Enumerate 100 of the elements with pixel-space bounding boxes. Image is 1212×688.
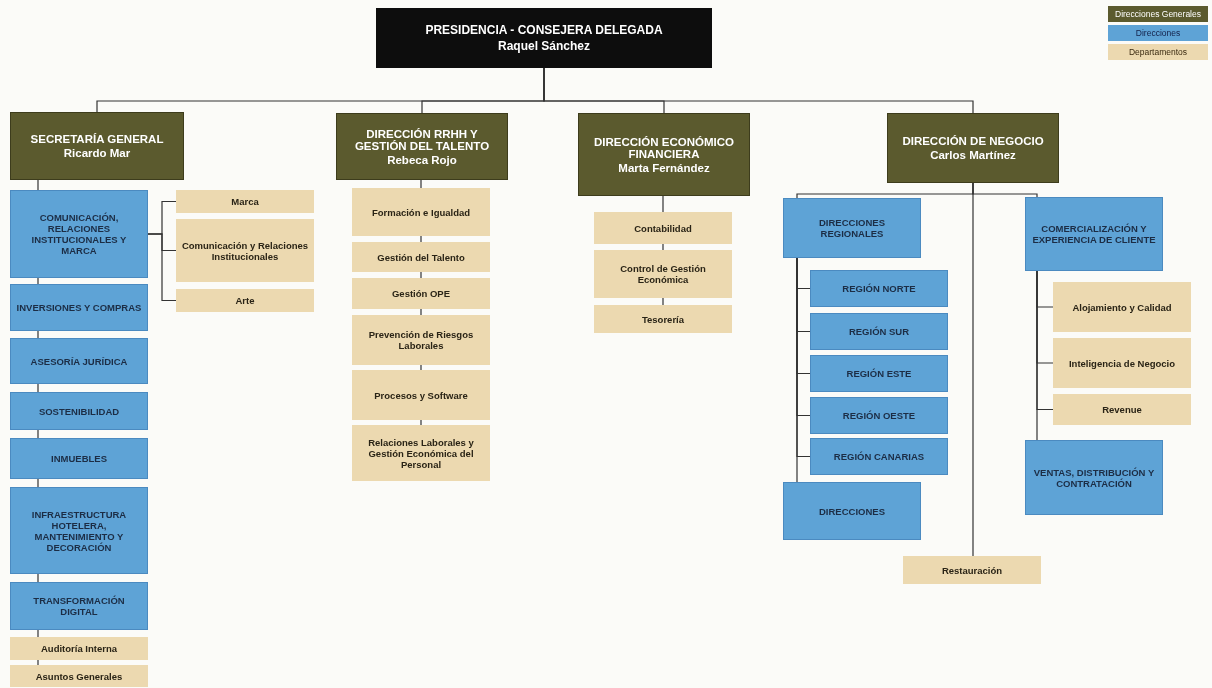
unit-name: DIRECCIONES xyxy=(819,505,885,517)
unit-name: Relaciones Laborales y Gestión Económica del Personal xyxy=(367,436,475,470)
connector-line xyxy=(420,364,422,371)
department-box xyxy=(352,242,490,272)
directorate-box xyxy=(1025,197,1163,271)
connector-line xyxy=(37,429,39,439)
unit-title: SECRETARÍA GENERAL xyxy=(30,133,164,145)
directorate-box xyxy=(810,355,948,392)
person-name: Ricardo Mar xyxy=(63,147,131,159)
unit-name: INMUEBLES xyxy=(51,453,107,464)
unit-name: COMERCIALIZACIÓN Y EXPERIENCIA DE CLIENTE xyxy=(1031,223,1157,245)
directorate-box xyxy=(810,397,948,434)
department-box xyxy=(1053,394,1191,425)
unit-name: Comunicación y Relaciones Institucionales xyxy=(180,239,310,262)
unit-title: DIRECCIÓN ECONÓMICO FINANCIERA xyxy=(593,135,735,160)
connector-line xyxy=(147,233,177,302)
unit-name: ASESORÍA JURÍDICA xyxy=(30,355,128,367)
directorate-box xyxy=(10,392,148,430)
department-box xyxy=(1053,338,1191,388)
connector-line xyxy=(972,182,974,557)
unit-name: Control de Gestión Económica xyxy=(619,263,707,285)
department-box xyxy=(903,556,1041,584)
unit-name: REGIÓN NORTE xyxy=(842,283,916,294)
directorate-box xyxy=(783,198,921,258)
president-box xyxy=(376,8,712,68)
unit-name: Arte xyxy=(235,295,255,306)
director-general-box xyxy=(887,113,1059,183)
unit-name: Gestión OPE xyxy=(391,288,451,299)
unit-title: PRESIDENCIA - CONSEJERA DELEGADA xyxy=(425,23,663,37)
directorate-box xyxy=(10,438,148,479)
unit-name: Asuntos Generales xyxy=(35,670,123,682)
connector-line xyxy=(37,277,39,285)
department-box xyxy=(10,665,148,687)
department-box xyxy=(10,637,148,660)
unit-name: Procesos y Software xyxy=(374,389,468,401)
unit-name: Gestión del Talento xyxy=(377,251,465,263)
department-box xyxy=(176,289,314,312)
connector-line xyxy=(662,195,664,213)
connector-line xyxy=(420,308,422,316)
unit-name: REGIÓN CANARIAS xyxy=(833,451,925,462)
connector-line xyxy=(37,573,39,583)
department-box xyxy=(352,370,490,420)
directorate-box xyxy=(810,438,948,475)
unit-name: Marca xyxy=(231,196,259,207)
unit-name: Inteligencia de Negocio xyxy=(1068,357,1176,369)
person-name: Rebeca Rojo xyxy=(387,153,457,166)
unit-name: Tesorería xyxy=(641,313,685,325)
unit-name: Prevención de Riesgos Laborales xyxy=(367,329,475,351)
department-box xyxy=(594,212,732,244)
department-box xyxy=(352,315,490,365)
department-box xyxy=(352,425,490,481)
connector-line xyxy=(37,383,39,393)
person-name: Raquel Sánchez xyxy=(498,39,590,53)
unit-title: DIRECCIÓN DE NEGOCIO xyxy=(902,135,1044,147)
director-general-box xyxy=(10,112,184,180)
directorate-box xyxy=(10,582,148,630)
department-box xyxy=(352,278,490,309)
department-box xyxy=(594,305,732,333)
unit-name: Revenue xyxy=(1102,404,1142,415)
unit-name: Contabilidad xyxy=(634,222,692,234)
unit-name: Auditoría Interna xyxy=(41,643,117,654)
connector-line xyxy=(420,179,422,189)
unit-name: VENTAS, DISTRIBUCIÓN Y CONTRATACIÓN xyxy=(1032,466,1156,489)
unit-name: Alojamiento y Calidad xyxy=(1072,301,1172,313)
department-box xyxy=(594,250,732,298)
connector-line xyxy=(420,271,422,279)
connector-line xyxy=(37,659,39,666)
person-name: Carlos Martínez xyxy=(930,149,1016,161)
unit-name: TRANSFORMACIÓN DIGITAL xyxy=(32,595,126,617)
directorate-box xyxy=(783,482,921,540)
connector-line xyxy=(543,67,974,114)
directorate-box xyxy=(10,338,148,384)
department-box xyxy=(176,219,314,282)
unit-name: INVERSIONES Y COMPRAS xyxy=(16,302,142,313)
legend-label: Direcciones xyxy=(1135,28,1181,38)
directorate-box xyxy=(1025,440,1163,515)
connector-line xyxy=(1036,270,1038,441)
directorate-box xyxy=(10,190,148,278)
legend-label: Direcciones Generales xyxy=(1115,9,1201,19)
connector-line xyxy=(420,419,422,426)
unit-name: REGIÓN OESTE xyxy=(842,410,916,421)
directorate-box xyxy=(10,284,148,331)
person-name: Marta Fernández xyxy=(618,161,710,174)
department-box xyxy=(1053,282,1191,332)
legend-label: Departamentos xyxy=(1128,47,1188,57)
director-general-box xyxy=(336,113,508,180)
connector-line xyxy=(37,179,39,191)
connector-line xyxy=(37,629,39,638)
director-general-box xyxy=(578,113,750,196)
unit-name: INFRAESTRUCTURA HOTELERA, MANTENIMIENTO Y DECORACIÓN xyxy=(30,508,128,553)
unit-name: Restauración xyxy=(941,564,1003,576)
connector-line xyxy=(37,478,39,488)
directorate-box xyxy=(810,313,948,350)
department-box xyxy=(352,188,490,236)
connector-line xyxy=(796,257,798,483)
connector-line xyxy=(662,297,664,306)
unit-title: DIRECCIÓN RRHH Y GESTIÓN DEL TALENTO xyxy=(353,127,491,152)
directorate-box xyxy=(810,270,948,307)
unit-name: DIRECCIONES REGIONALES xyxy=(818,217,886,239)
connector-line xyxy=(37,330,39,339)
